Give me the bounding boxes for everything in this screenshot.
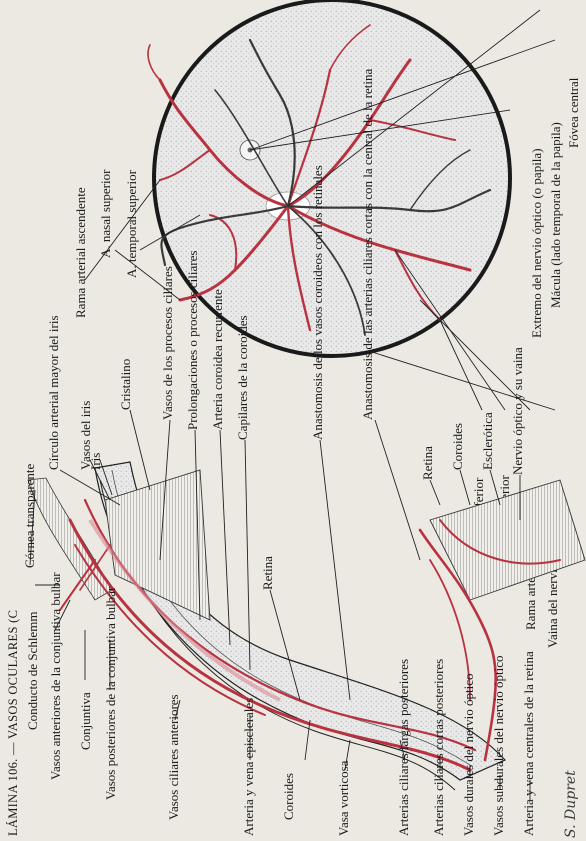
label-papila: Extremo del nervio óptico (o papila) <box>529 148 544 338</box>
label-capilares-coroides: Capilares de la coroides <box>235 315 250 440</box>
optic-nerve <box>430 480 585 600</box>
label-retina-2: Retina <box>420 446 435 480</box>
label-retina-1: Retina <box>260 556 275 590</box>
artist-signature: S. Dupret <box>563 770 579 838</box>
label-macula: Mácula (lado temporal de la papila) <box>548 122 563 308</box>
label-conjuntiva: Conjuntiva <box>78 692 93 750</box>
label-schlemm: Conducto de Schlemm <box>25 612 40 730</box>
label-esclerotica: Esclerótica <box>480 412 495 470</box>
label-vasos-posteriores-conjuntiva: Vasos posteriores de la conjuntiva bulba… <box>103 586 118 800</box>
label-circulo-arterial: Círculo arterial mayor del iris <box>46 315 61 470</box>
label-coroides-top: Coroides <box>450 423 465 470</box>
label-ciliares-cortas: Arterias ciliares cortas posteriores <box>431 659 446 836</box>
label-prolongaciones: Prolongaciones o procesos ciliares <box>185 251 200 430</box>
label-coroidea-recurrente: Arteria coroidea recurrente <box>210 289 225 430</box>
plate-title: LÁMINA 106. — VASOS OCULARES (C <box>6 610 20 836</box>
label-rama-ascendente: Rama arterial ascendente <box>73 187 88 318</box>
label-nasal-superior: A. nasal superior <box>98 169 113 258</box>
label-vasos-durales: Vasos durales del nervio óptico <box>461 674 476 836</box>
label-vasos-anteriores-conjuntiva: Vasos anteriores de la conjuntiva bulbar <box>48 572 63 780</box>
label-anastomosis-ciliares: Anastomosis de las arterias ciliares cor… <box>360 69 375 420</box>
label-iris: Iris <box>88 453 103 470</box>
fundus-view <box>148 0 510 356</box>
label-cornea: Córnea transparente <box>22 463 37 568</box>
label-arteria-vena-episclerales: Arteria y vena episclerales <box>241 698 256 836</box>
label-vasos-subdurales: Vasos subdurales del nervio óptico <box>491 655 506 836</box>
label-ciliares-largas: Arterias ciliares largas posteriores <box>396 659 411 836</box>
label-vasos-procesos: Vasos de los procesos ciliares <box>160 266 175 420</box>
label-cristalino: Cristalino <box>118 359 133 410</box>
label-anastomosis-coroideos: Anastomosis de los vasos coroideos con l… <box>310 165 325 440</box>
label-coroides-bottom: Coroides <box>281 773 296 820</box>
label-arteria-vena-centrales: Arteria y vena centrales de la retina <box>521 651 536 836</box>
label-nervio-vaina: Nervio óptico y su vaina <box>510 347 525 475</box>
label-fovea: Fóvea central <box>566 77 581 148</box>
label-temporal-superior: A. temporal superior <box>124 169 139 278</box>
label-vasos-ciliares-anteriores: Vasos ciliares anteriores <box>166 694 181 820</box>
label-vasa-vorticosa: Vasa vorticosa <box>336 760 351 836</box>
